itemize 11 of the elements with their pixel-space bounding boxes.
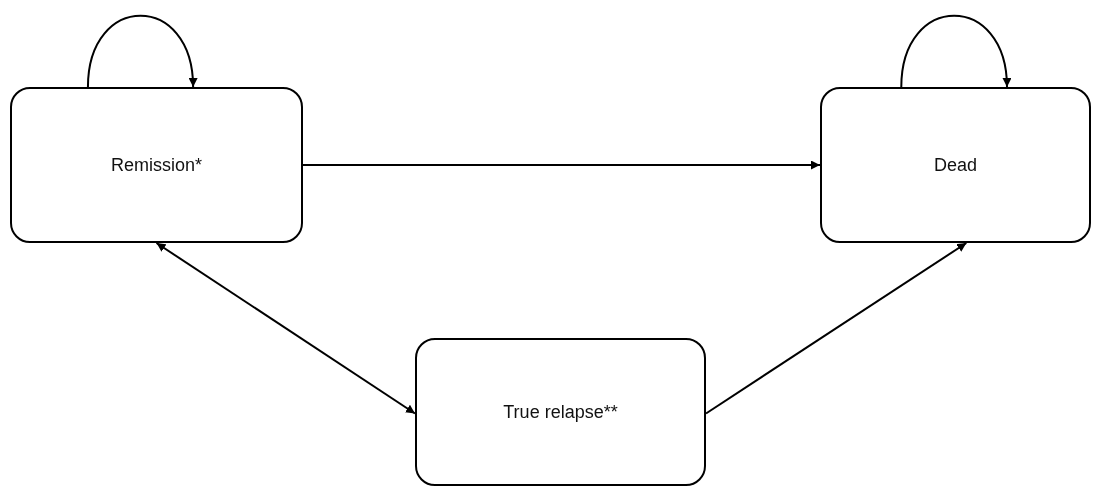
arrow [86,14,197,88]
state-box [820,87,1091,243]
arrow [705,242,968,415]
state-box [10,87,303,243]
state-label: Dead [934,153,977,177]
arrow [302,160,821,170]
arrow [900,14,1011,88]
arrow [155,242,416,415]
state-box [415,338,706,486]
state-label: Remission* [111,153,202,177]
state-label: True relapse** [503,400,618,424]
